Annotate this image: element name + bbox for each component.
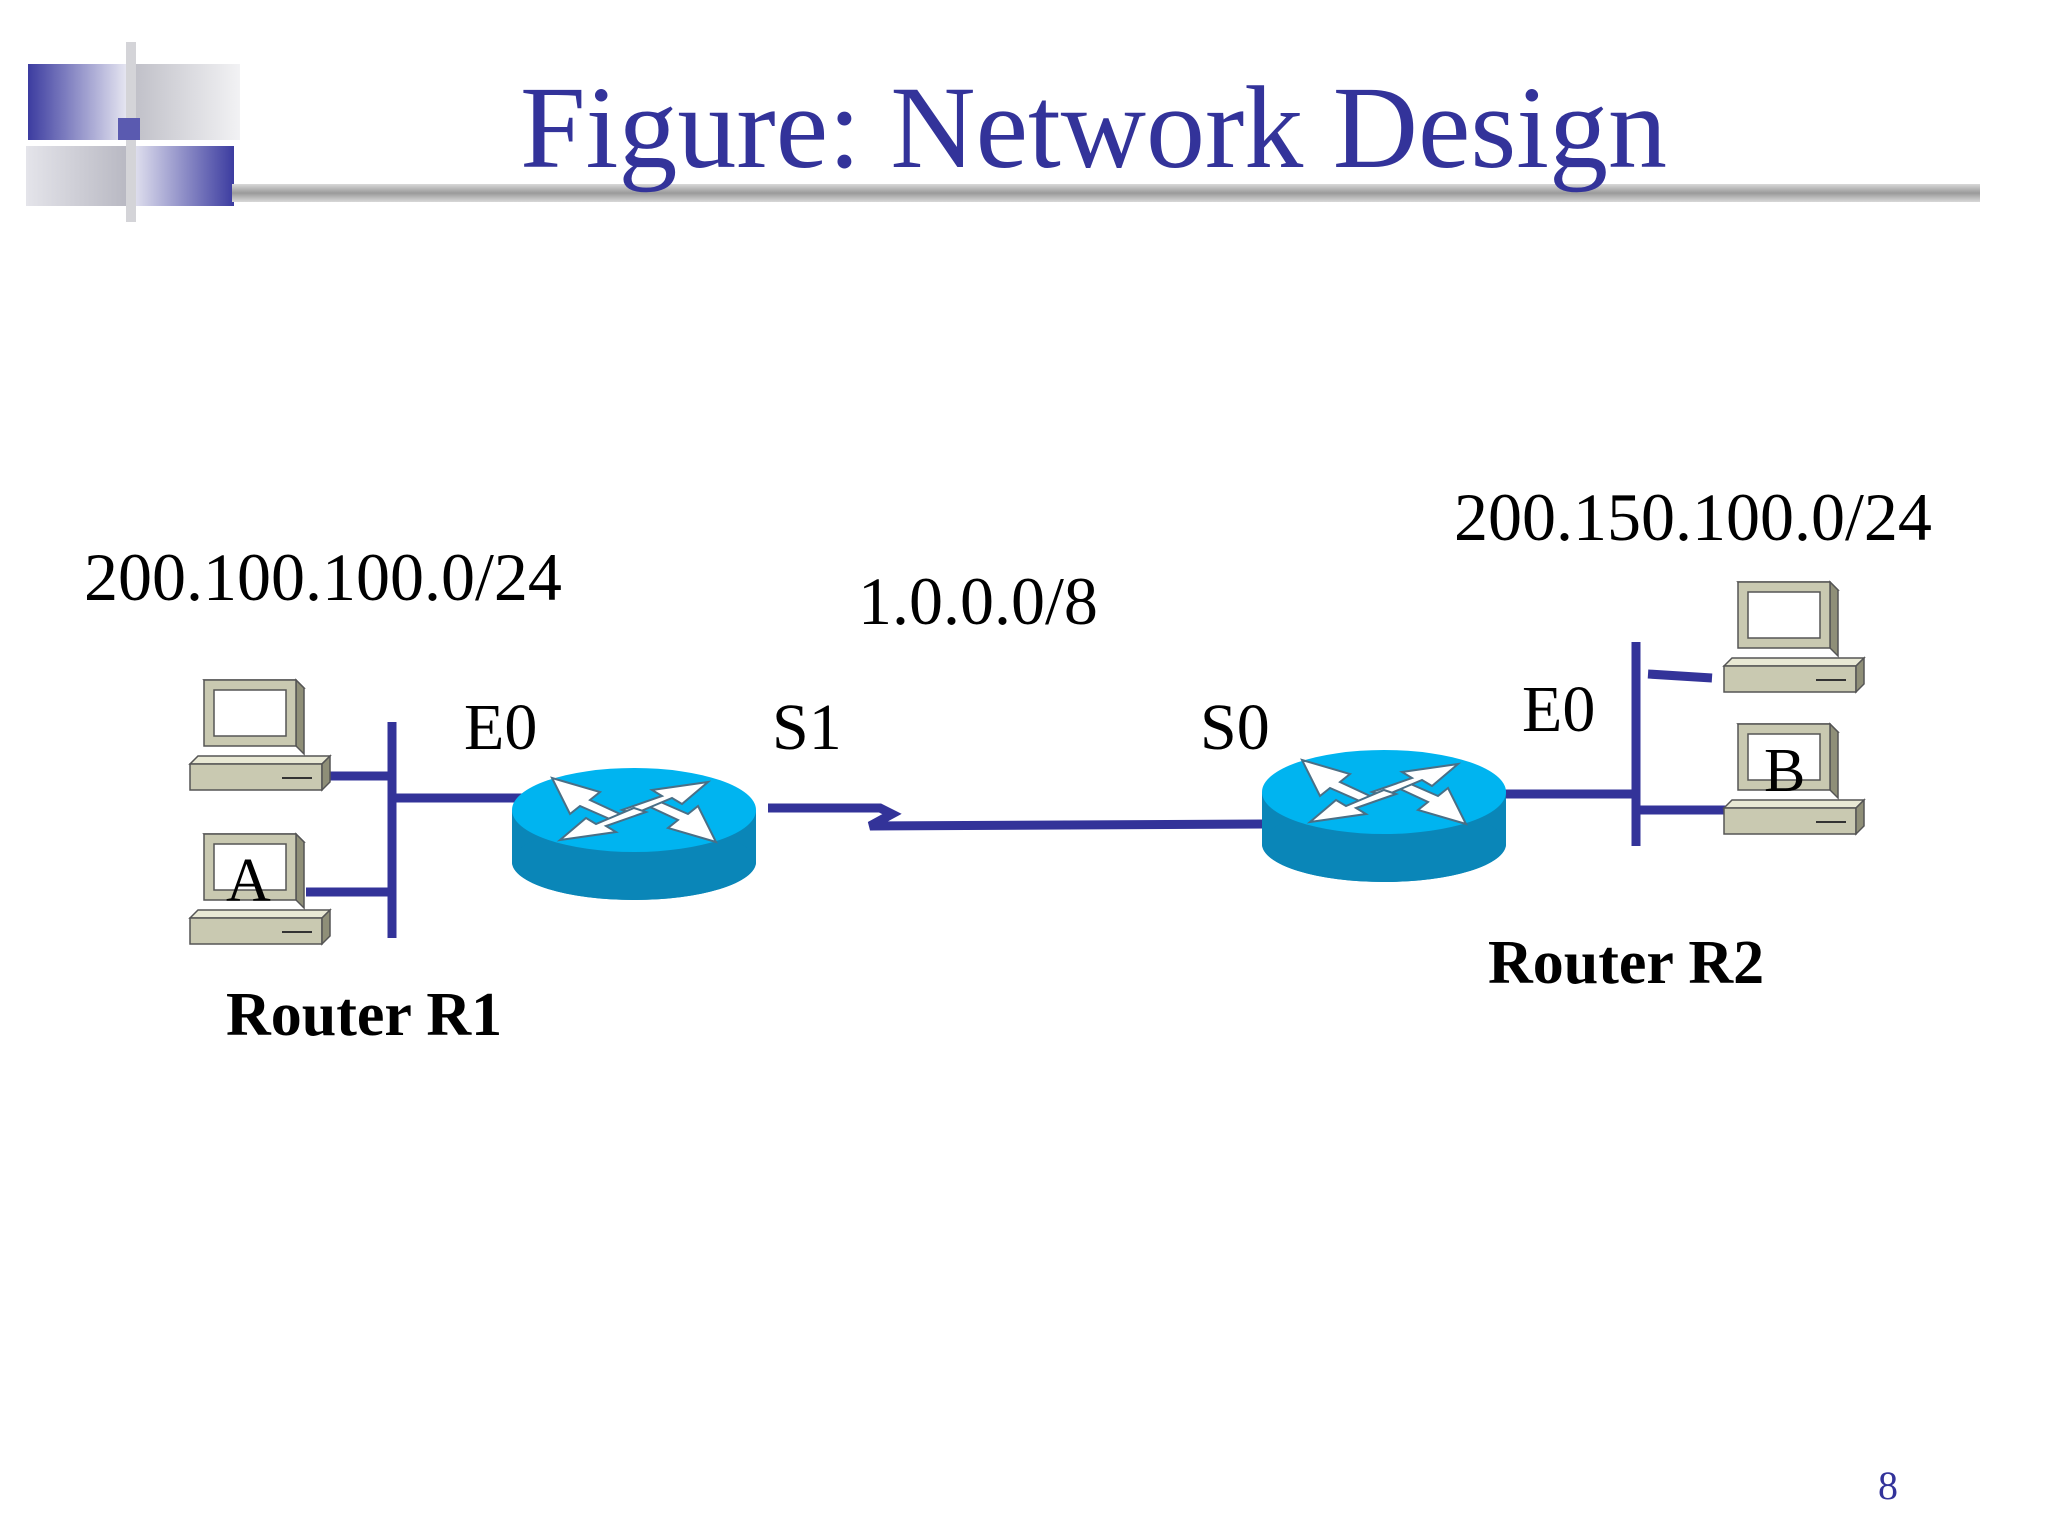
- slide-title: Figure: Network Design: [520, 62, 1668, 193]
- r1-s1-label: S1: [772, 691, 842, 764]
- host-b-label: B: [1764, 737, 1806, 805]
- r1-e0-label: E0: [464, 691, 538, 764]
- pc-left-top-icon: [189, 679, 331, 791]
- page-number: 8: [1878, 1463, 1898, 1508]
- pc-right-top-icon: [1723, 581, 1865, 693]
- right-lan-network-label: 200.150.100.0/24: [1454, 479, 1932, 555]
- host-link-top-right: [1647, 669, 1713, 683]
- logo-squares: [26, 42, 240, 222]
- title-rule: [232, 184, 1980, 202]
- r2-e0-label: E0: [1522, 673, 1596, 746]
- host-a-label: A: [226, 847, 271, 915]
- router-r2-label: Router R2: [1488, 929, 1765, 997]
- router-r1-icon: [511, 767, 757, 901]
- router-r1-label: Router R1: [226, 981, 503, 1049]
- wan-network-label: 1.0.0.0/8: [858, 563, 1098, 639]
- r2-s0-label: S0: [1200, 691, 1270, 764]
- wan-serial-link: [768, 803, 1265, 831]
- router-r2-icon: [1261, 749, 1507, 883]
- left-lan-network-label: 200.100.100.0/24: [84, 539, 562, 615]
